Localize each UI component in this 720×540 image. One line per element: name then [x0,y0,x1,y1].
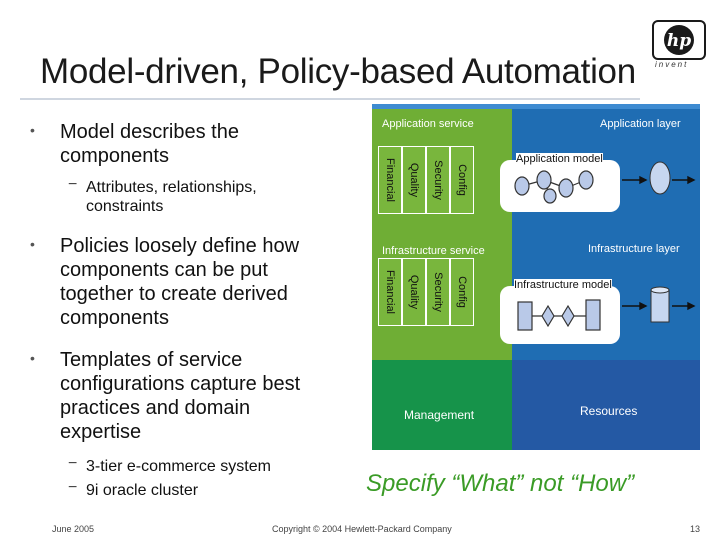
bullet-line: Templates of service [60,349,243,371]
infra-model-label: Infrastructure model [514,279,612,291]
page-number: 13 [690,524,701,534]
bullet-line: Model describes the [60,121,239,143]
sub-bullet-marker: − [68,176,78,193]
bullet-line: components can be put [60,259,268,281]
bullet-line: practices and domain [60,397,251,419]
bullet-line: configurations capture best [60,373,301,395]
policy-column-quality: Quality [402,258,426,326]
policy-label: Financial [384,157,396,203]
infra-service-control-label: Infrastructure service control [382,245,485,259]
policy-column-security: Security [426,258,450,326]
app-layer-label: Application layer [600,118,681,130]
sub-bullet-3b: 9i oracle cluster [86,482,199,499]
diagram-top-strip [372,104,700,109]
policy-column-quality: Quality [402,146,426,214]
infra-model-graph-icon [517,299,601,331]
policy-label: Quality [408,274,420,310]
app-model-box [500,160,620,212]
policy-label: Quality [408,162,420,198]
policy-label: Financial [384,269,396,315]
sub-bullet-marker: − [68,455,78,472]
logo-tagline: invent [655,60,689,69]
policy-column-financial: Financial [378,146,402,214]
svg-text:hp: hp [667,31,691,51]
management-panel [372,360,512,450]
policy-column-config: Config [450,146,474,214]
bullet-marker: • [30,350,35,366]
sub-bullet-3a: 3-tier e-commerce system [86,458,271,475]
footer-date: June 2005 [52,524,95,534]
infra-model-box [500,286,620,344]
slide-title: Model-driven, Policy-based Automation [40,52,636,91]
infra-layer-storage-icon [622,286,696,323]
policy-label: Config [456,276,468,308]
management-label: Management [404,408,475,422]
bullet-line: components [60,307,169,329]
bullet-marker: • [30,236,35,252]
sub-bullet-line: constraints [86,198,164,215]
bullet-2: Policies loosely define how components c… [60,234,299,330]
footer-copyright: Copyright © 2004 Hewlett-Packard Company [272,524,452,534]
app-model-label: Application model [516,153,603,165]
resources-label: Resources [580,404,638,418]
tagline: Specify “What” not “How” [366,470,635,497]
hp-logo: hp [652,20,706,60]
bullet-line: expertise [60,421,142,443]
policy-label: Config [456,164,468,196]
app-service-control-label: Application service control [382,118,474,132]
policy-column-financial: Financial [378,258,402,326]
policy-label: Security [432,272,444,312]
bullet-line: Policies loosely define how [60,235,300,257]
bullet-marker: • [30,122,35,138]
bullet-3: Templates of service configurations capt… [60,348,300,444]
policy-label: Security [432,160,444,200]
policy-column-security: Security [426,146,450,214]
app-layer-resources-icon [622,161,696,195]
resources-panel [512,360,700,450]
infra-layer-label: Infrastructure layer [588,243,680,255]
bullet-line: components [60,145,169,167]
policy-column-config: Config [450,258,474,326]
sub-bullet-marker: − [68,479,78,496]
bullet-line: together to create derived [60,283,288,305]
bullet-1: Model describes the components [60,120,239,168]
hp-logo-icon: hp [664,25,694,55]
sub-bullet-line: Attributes, relationships, [86,179,257,196]
app-model-graph-icon [514,170,594,204]
sub-bullet-1: Attributes, relationships, constraints [86,178,257,216]
title-divider [20,98,640,100]
